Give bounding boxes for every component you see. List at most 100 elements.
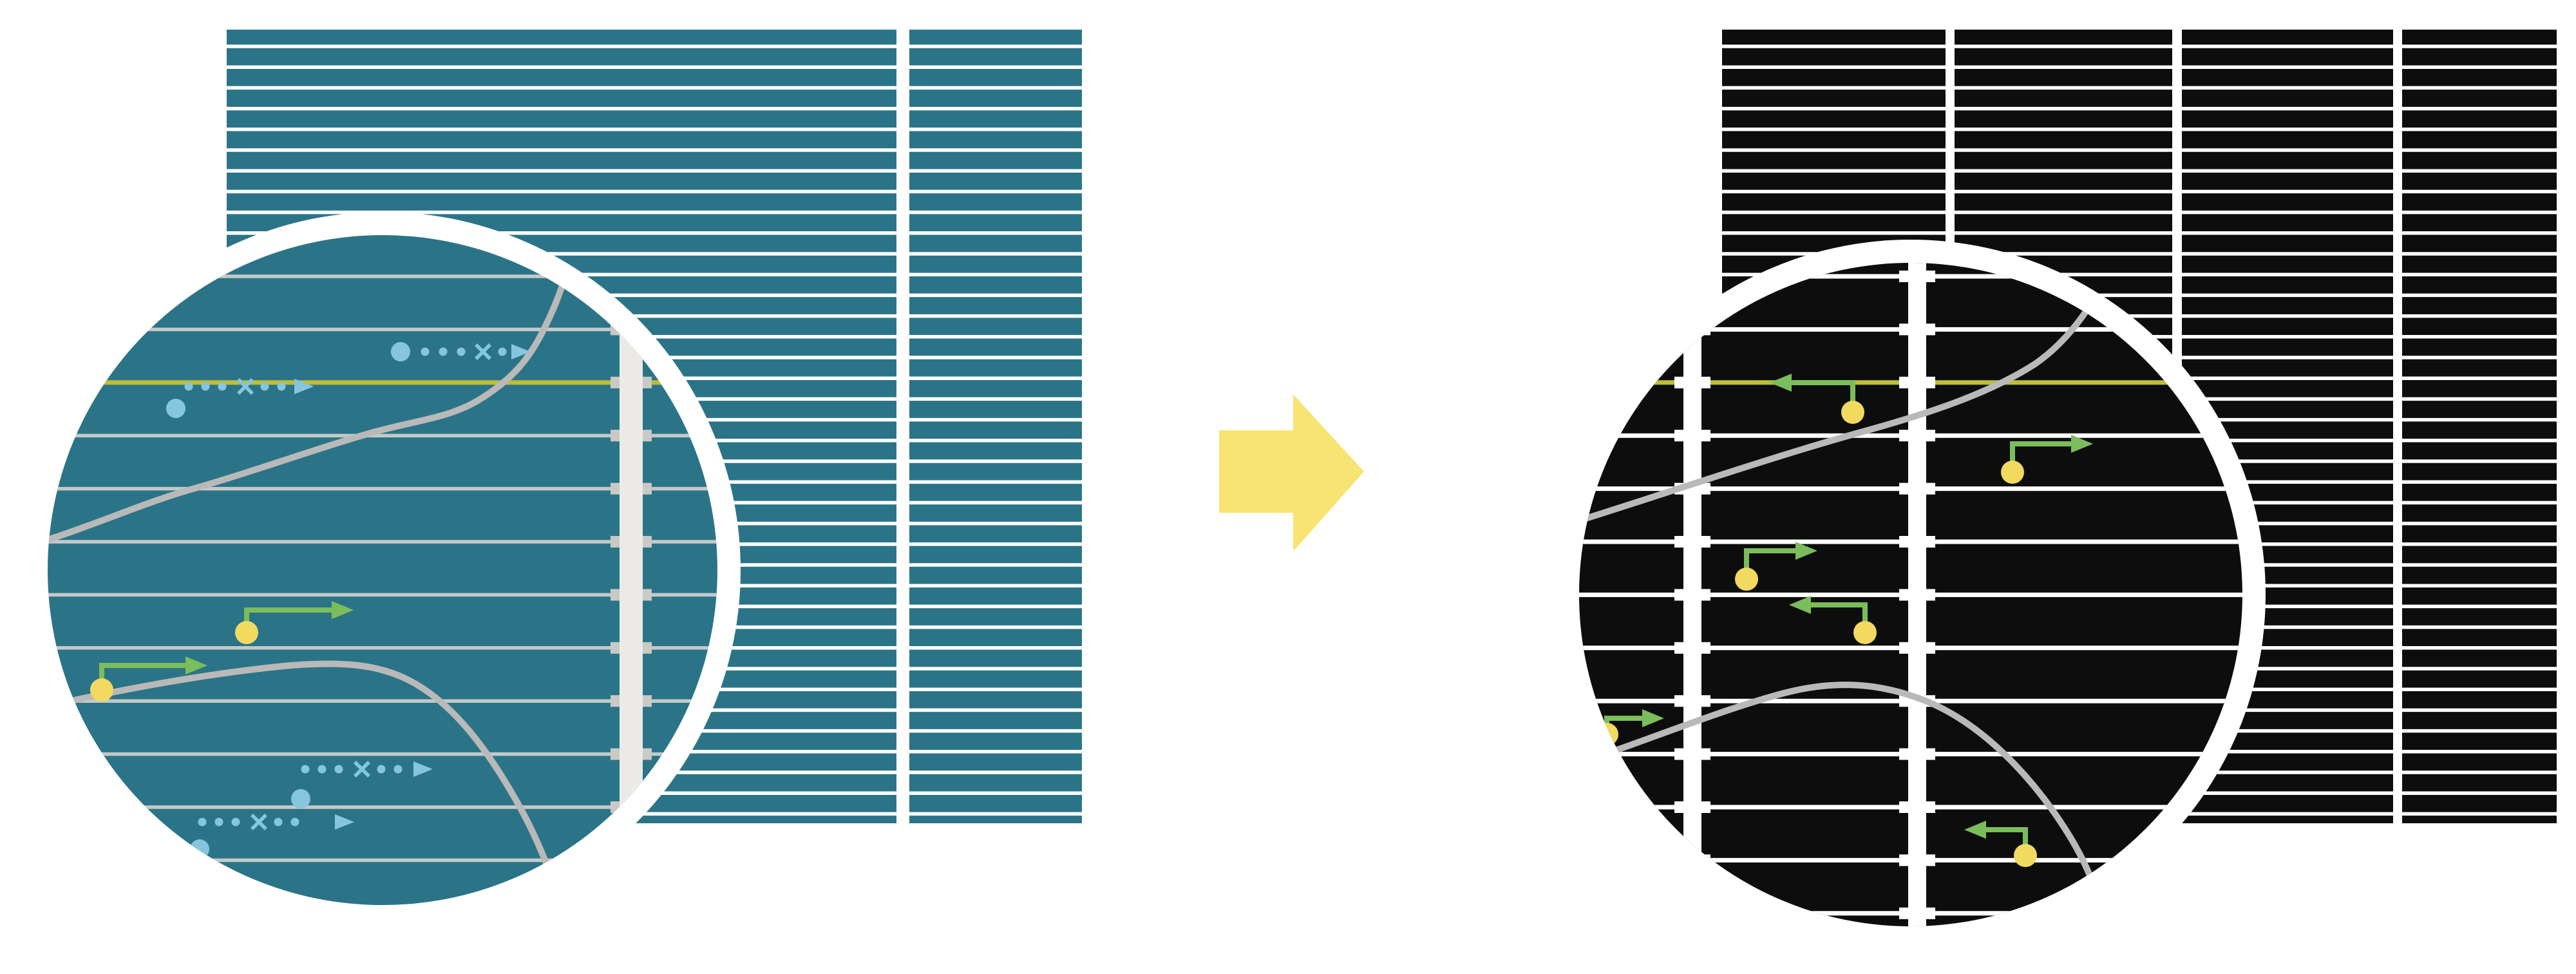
busbar-tick: [611, 748, 620, 760]
busbar-tick: [1899, 854, 1908, 866]
arrowhead-icon: [1964, 821, 1986, 839]
carrier-collection: [90, 656, 207, 702]
carrier-dot: [90, 678, 113, 702]
carrier-collection: [1964, 821, 2037, 867]
busbar-tick: [1926, 801, 1935, 813]
busbar-tick: [611, 642, 620, 654]
busbar-tick: [1926, 271, 1935, 282]
busbar-tick: [1674, 536, 1683, 548]
arrowhead-icon: [294, 379, 314, 394]
busbar-tick: [1674, 589, 1683, 601]
transition-arrow-icon: [1219, 394, 1364, 551]
busbar-tick: [643, 695, 652, 707]
busbar-tick: [1926, 589, 1935, 601]
carrier-dot: [235, 621, 258, 644]
busbar-tick: [1899, 642, 1908, 654]
busbar-tick: [643, 376, 652, 388]
right-lens-interior: [1579, 263, 2242, 926]
busbar-tick: [611, 695, 620, 707]
carrier-collection: [1789, 596, 1877, 644]
grain-boundary-curve: [48, 660, 571, 905]
busbar-tick: [1899, 271, 1908, 282]
busbar-tick: [1926, 748, 1935, 760]
grain-boundary-curve: [48, 244, 576, 543]
left-lens: [24, 212, 741, 928]
collection-arrow: [1982, 827, 2028, 850]
arrowhead-icon: [185, 656, 207, 674]
arrowhead-icon: [1789, 596, 1811, 614]
electron-dot: [391, 342, 410, 361]
carrier-dot: [2014, 844, 2037, 867]
busbar-tick: [1926, 907, 1935, 919]
carrier-collection: [1770, 374, 1864, 424]
carrier-dot: [1853, 621, 1877, 644]
busbar-tick: [1926, 323, 1935, 336]
busbar-tick: [1899, 482, 1908, 495]
busbar-tick: [1701, 482, 1710, 495]
busbar-tick: [611, 376, 620, 388]
busbar-tick: [1926, 430, 1935, 442]
busbar-tick: [1701, 748, 1710, 760]
busbar-tick: [1701, 801, 1710, 813]
carrier-dot: [1735, 568, 1758, 591]
busbar-tick: [1899, 907, 1908, 919]
grain-boundary-curve: [1579, 264, 2114, 530]
busbar-tick: [1674, 695, 1683, 707]
busbar: [1908, 263, 1926, 926]
collection-arrow: [1806, 602, 1868, 627]
busbar-tick: [1899, 748, 1908, 760]
busbar-tick: [643, 589, 652, 601]
busbar-tick: [643, 536, 652, 548]
busbar-tick: [1674, 376, 1683, 388]
arrowhead-icon: [332, 601, 354, 619]
busbar-tick: [1674, 801, 1683, 813]
busbar-tick: [1926, 536, 1935, 548]
electron-dot: [291, 789, 310, 808]
carrier-dot: [1841, 401, 1864, 424]
carrier-dot: [2001, 461, 2024, 484]
collection-arrow: [1787, 380, 1855, 406]
electron-loss-path: [391, 342, 531, 361]
busbar-tick: [1701, 430, 1710, 442]
arrowhead-icon: [1795, 542, 1817, 560]
electron-loss-path: [166, 378, 314, 418]
busbar-tick: [1674, 642, 1683, 654]
carrier-collection: [1735, 542, 1817, 591]
arrowhead-icon: [1770, 374, 1792, 392]
carrier-collection: [2001, 435, 2093, 484]
busbar-tick: [643, 748, 652, 760]
busbar-tick: [1701, 536, 1710, 548]
busbar-tick: [643, 482, 652, 495]
busbar-tick: [1899, 589, 1908, 601]
busbar-tick: [1899, 695, 1908, 707]
busbar-tick: [1899, 536, 1908, 548]
left-lens-interior: [48, 235, 717, 905]
busbar-tick: [1674, 748, 1683, 760]
arrowhead-icon: [335, 814, 354, 830]
busbar: [1683, 263, 1701, 926]
busbar-tick: [1926, 642, 1935, 654]
right-lens: [1556, 240, 2266, 950]
busbar-tick: [1701, 376, 1710, 388]
busbar-tick: [1899, 376, 1908, 388]
carrier-collection: [235, 601, 354, 644]
busbar-tick: [1701, 589, 1710, 601]
busbar-tick: [643, 642, 652, 654]
busbar-tick: [611, 482, 620, 495]
busbar-tick: [1674, 430, 1683, 442]
collection-arrow: [1744, 548, 1800, 573]
busbar-tick: [611, 536, 620, 548]
electron-loss-path: [291, 761, 433, 808]
collection-arrow: [2010, 441, 2076, 466]
arrowhead-icon: [1642, 709, 1664, 727]
busbar-tick: [1899, 323, 1908, 336]
busbar-tick: [643, 430, 652, 442]
arrowhead-icon: [413, 761, 433, 777]
collection-arrow: [99, 663, 190, 684]
busbar-tick: [1926, 854, 1935, 866]
busbar-tick: [611, 430, 620, 442]
arrowhead-icon: [2071, 435, 2093, 453]
arrowhead-icon: [511, 344, 531, 359]
